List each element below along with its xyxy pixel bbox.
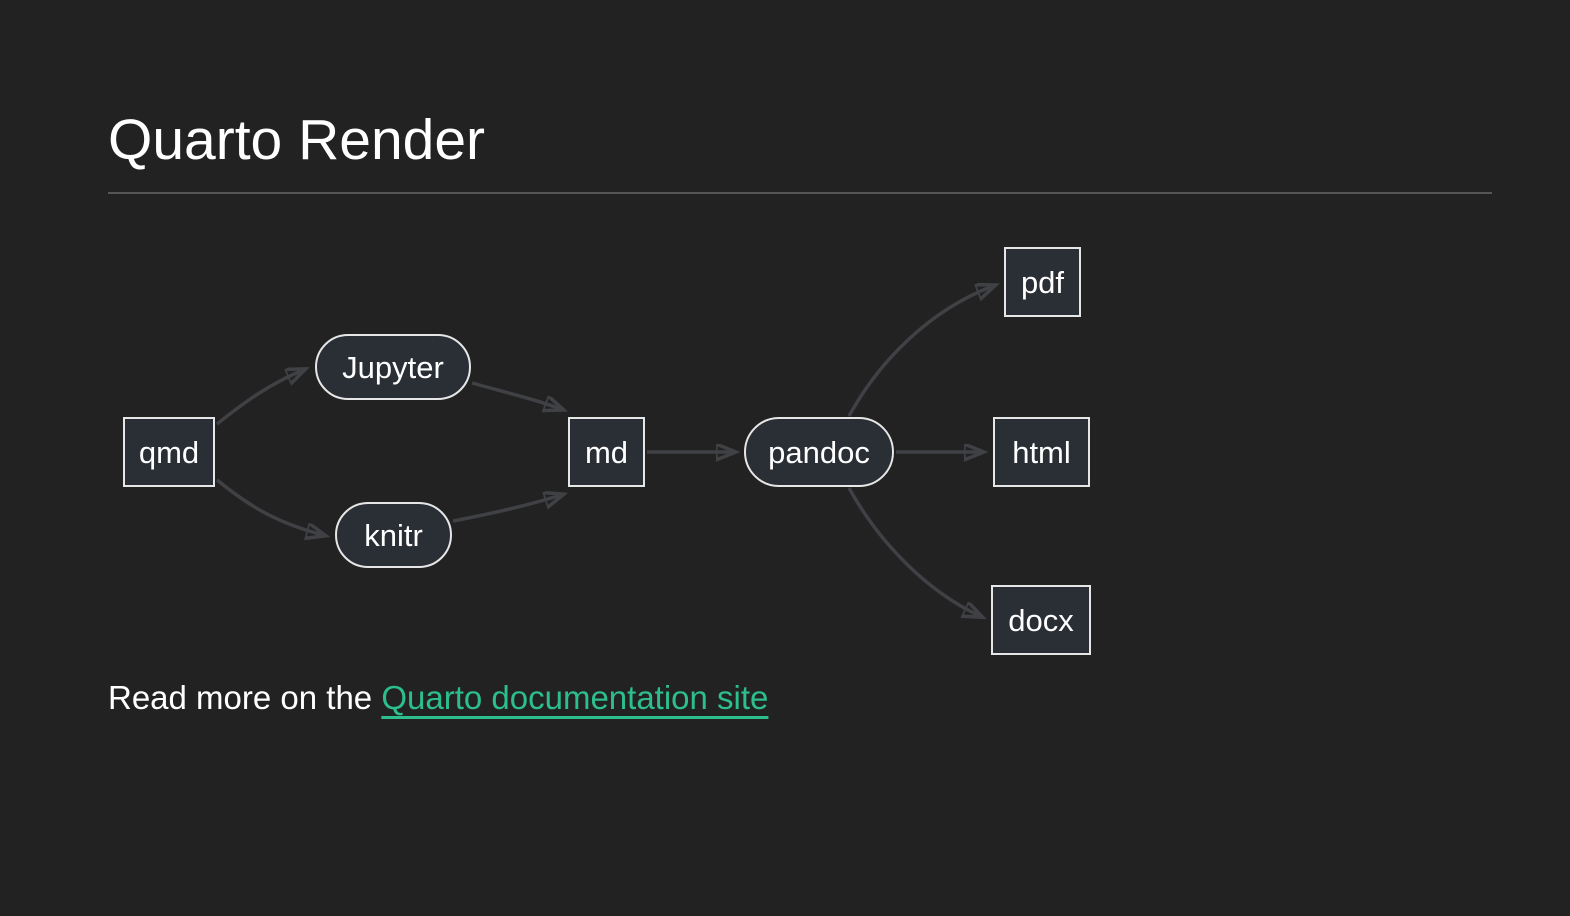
title-rule <box>108 192 1492 194</box>
node-label: qmd <box>138 434 200 470</box>
node-pandoc: pandoc <box>744 417 894 487</box>
edge-qmd-knitr <box>215 478 323 535</box>
node-label: Jupyter <box>342 349 444 385</box>
node-label: knitr <box>364 517 423 553</box>
node-pdf: pdf <box>1004 247 1081 317</box>
node-docx: docx <box>991 585 1091 655</box>
read-more-prefix: Read more on the <box>108 679 382 716</box>
node-label: docx <box>1008 602 1074 638</box>
node-label: md <box>584 434 629 470</box>
node-label: pdf <box>1020 264 1065 300</box>
node-label: pandoc <box>768 434 870 470</box>
edge-pandoc-pdf <box>847 286 993 417</box>
node-md: md <box>568 417 645 487</box>
node-html: html <box>993 417 1090 487</box>
node-qmd: qmd <box>123 417 215 487</box>
edge-pandoc-docx <box>847 487 980 616</box>
node-label: html <box>1012 434 1071 470</box>
edge-jupyter-md <box>471 381 561 409</box>
page-title: Quarto Render <box>108 108 486 172</box>
quarto-docs-link[interactable]: Quarto documentation site <box>381 679 769 716</box>
edge-knitr-md <box>452 495 561 523</box>
node-jupyter: Jupyter <box>315 334 471 400</box>
node-knitr: knitr <box>335 502 452 568</box>
edge-qmd-jupyter <box>215 370 303 426</box>
read-more-text: Read more on the Quarto documentation si… <box>108 676 768 721</box>
